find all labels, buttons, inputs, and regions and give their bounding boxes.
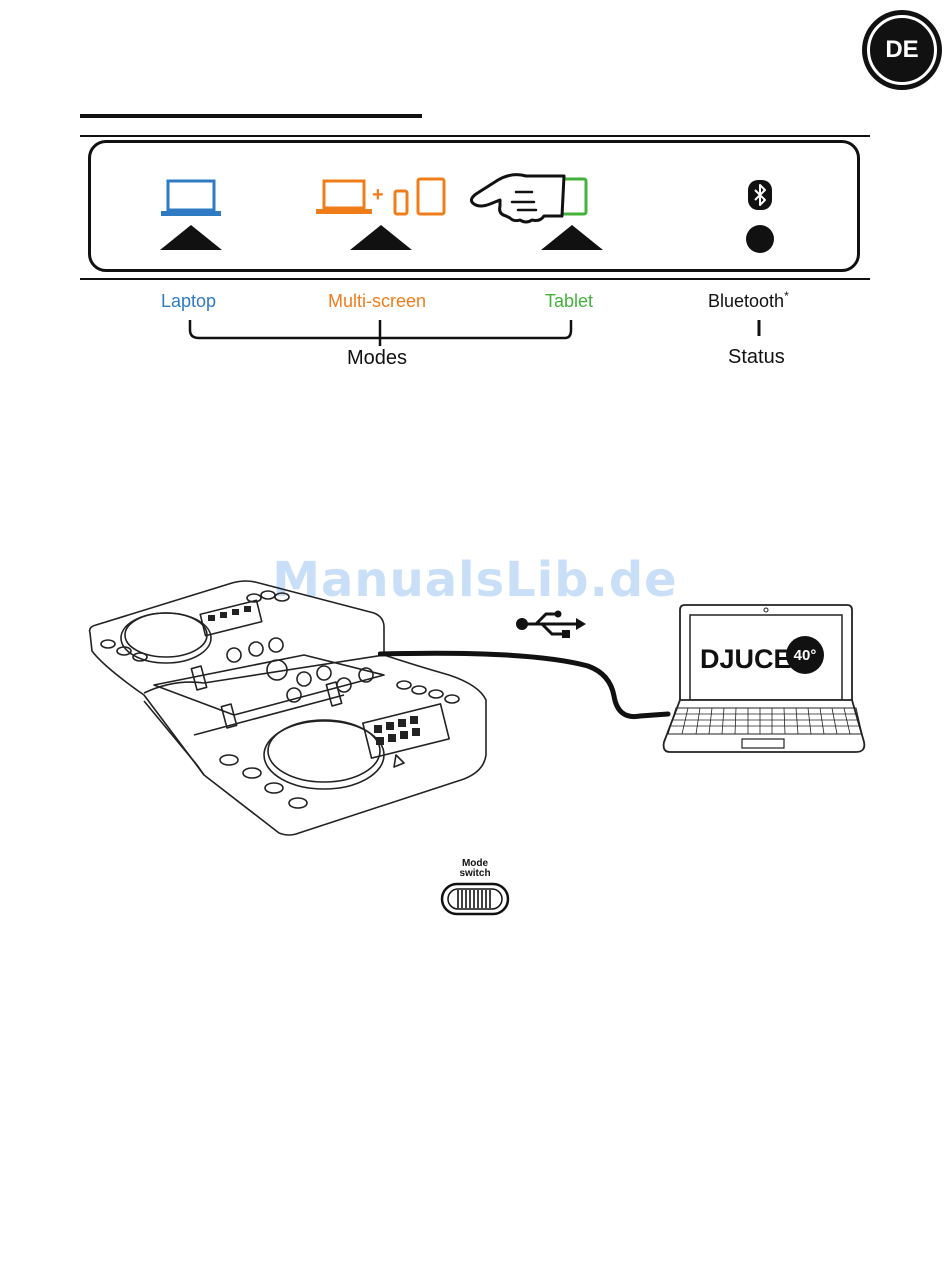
laptop-mode-label: Laptop <box>161 291 216 312</box>
laptop-mode-indicator <box>160 225 222 250</box>
strip-bottom-line <box>80 278 870 280</box>
laptop-mode-icon <box>160 178 222 218</box>
tablet-mode-label-text: Tablet <box>545 291 593 311</box>
modes-label: Modes <box>347 347 407 370</box>
status-led <box>746 225 774 253</box>
language-badge: DE <box>862 10 942 90</box>
modes-bracket <box>185 318 775 348</box>
mode-switch-icon <box>440 882 510 916</box>
multiscreen-mode-indicator <box>350 225 412 250</box>
bluetooth-label: Bluetooth* <box>708 289 789 312</box>
usb-cable <box>378 640 678 730</box>
tablet-mode-label: Tablet <box>545 291 593 312</box>
laptop-mode-label-text: Laptop <box>161 291 216 311</box>
mode-switch-caption-line2: switch <box>452 869 498 879</box>
plus-sign: + <box>372 184 384 207</box>
multiscreen-mode-label-text: Multi-screen <box>328 291 426 311</box>
usb-icon <box>514 608 586 640</box>
multiscreen-mode-label: Multi-screen <box>328 291 426 312</box>
pointing-hand-icon <box>466 166 570 226</box>
tablet-mode-indicator <box>541 225 603 250</box>
bluetooth-asterisk: * <box>784 289 789 303</box>
laptop-illustration <box>660 602 870 758</box>
bluetooth-label-text: Bluetooth <box>708 291 784 311</box>
status-label: Status <box>728 346 785 369</box>
language-badge-text: DE <box>867 15 937 85</box>
bluetooth-icon <box>748 180 772 210</box>
strip-top-line <box>80 135 870 137</box>
section-rule <box>80 114 422 118</box>
djuced-version-badge: 40° <box>786 636 824 674</box>
mode-switch-caption: Mode switch <box>452 859 498 879</box>
